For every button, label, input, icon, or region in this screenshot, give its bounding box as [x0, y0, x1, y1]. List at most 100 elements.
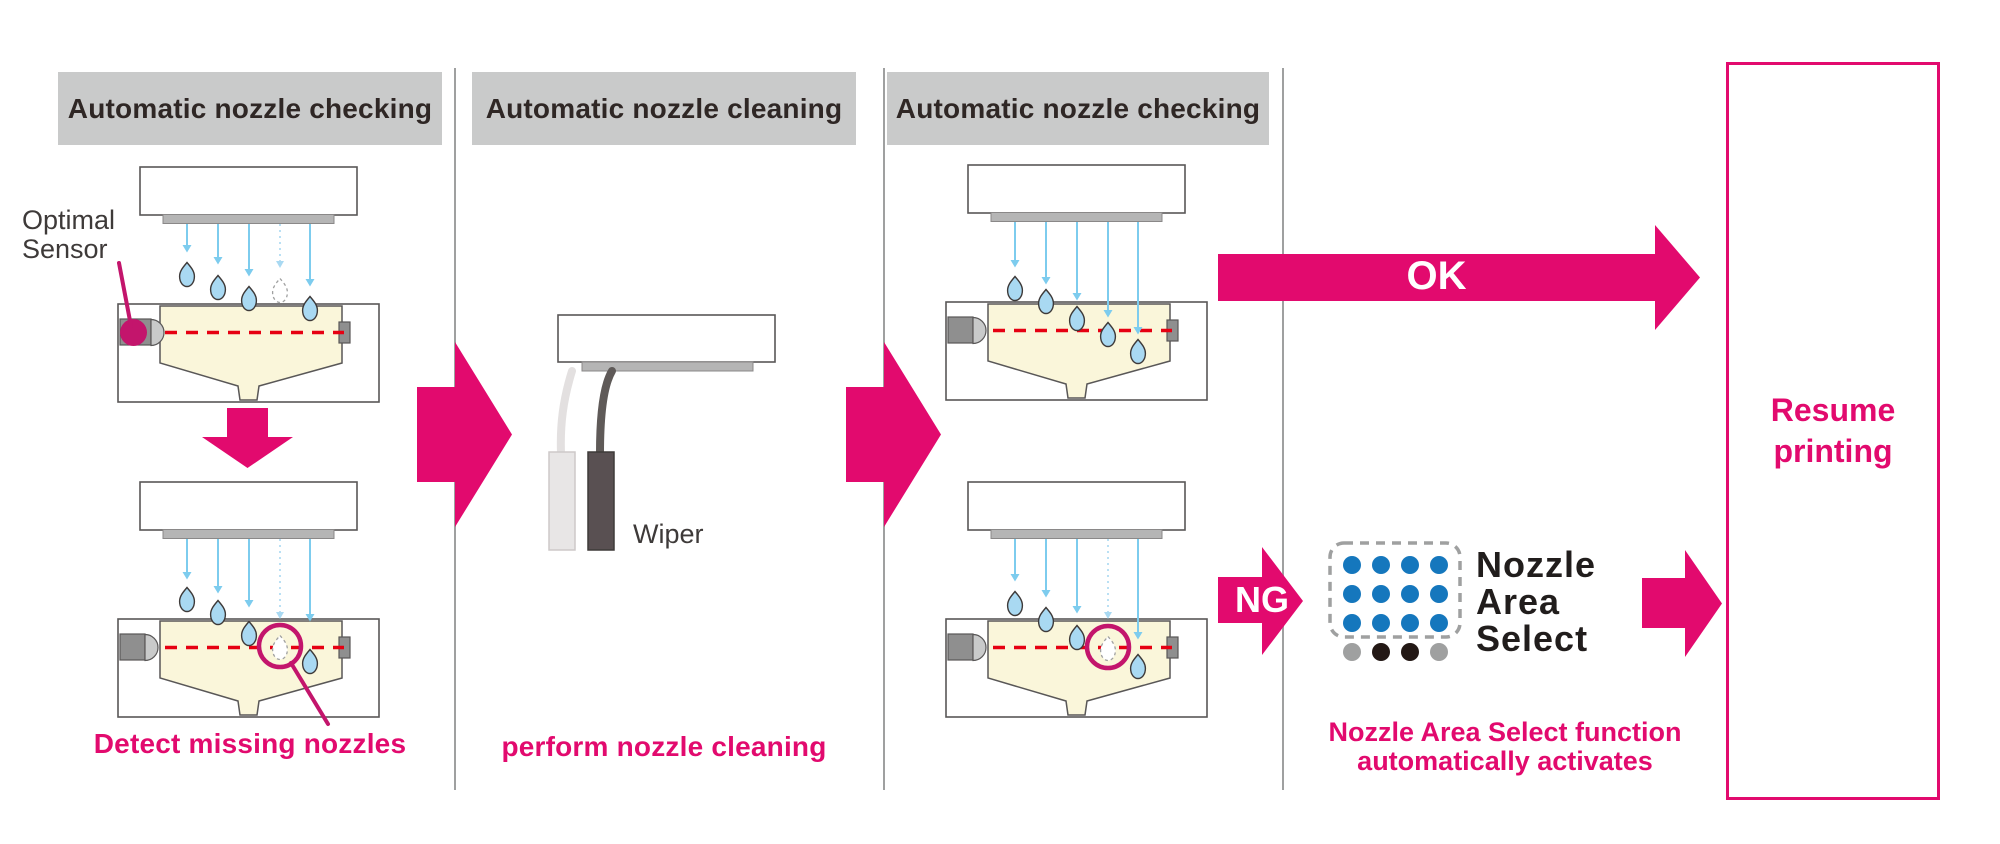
wiper-blade-icon: [548, 451, 576, 551]
droplet-icon: [1129, 338, 1147, 365]
highlight-circle: [256, 622, 304, 670]
down-arrow-icon: [1133, 632, 1143, 640]
right-arrow-icon: [417, 342, 512, 527]
nozzle-check-assembly-3: [945, 164, 1208, 401]
sensor-dot-icon: [120, 319, 147, 346]
right-arrow-icon: [846, 342, 941, 527]
logotype-line2: Area: [1476, 581, 1561, 622]
droplet-icon: [1068, 624, 1086, 651]
droplet-icon: [240, 285, 258, 312]
logotype-line3: Select: [1476, 618, 1589, 659]
nozzle-grid-outline: [1328, 541, 1462, 639]
highlight-circle: [1084, 623, 1132, 671]
nozzle-dot-blue: [1343, 556, 1361, 574]
nas-caption-line1: Nozzle Area Select function: [1328, 717, 1682, 747]
down-arrow-icon: [1041, 277, 1051, 285]
down-arrow-icon: [276, 261, 284, 268]
right-arrow-icon: [1642, 550, 1722, 657]
down-arrow-icon: [182, 572, 192, 580]
nozzle-dot-blue: [1430, 614, 1448, 632]
sensor-emitter: [119, 633, 146, 661]
down-arrow-icon: [202, 408, 293, 468]
down-arrow-icon: [1133, 327, 1143, 335]
nozzle-check-assembly-1: [117, 166, 380, 403]
resume-label-line1: Resume: [1770, 392, 1896, 428]
nozzle-dot-gray: [1343, 643, 1361, 661]
droplet-icon: [1068, 305, 1086, 332]
down-arrow-icon: [213, 257, 223, 265]
nozzle-plate: [581, 361, 754, 372]
down-arrow-icon: [1010, 260, 1020, 268]
down-arrow-icon: [213, 586, 223, 594]
nozzle-plate: [162, 214, 335, 224]
panel-header-checking-1: Automatic nozzle checking: [58, 72, 442, 145]
nozzle-dot-black: [1372, 643, 1390, 661]
nozzle-dot-black: [1401, 643, 1419, 661]
nozzle-plate: [990, 529, 1163, 539]
print-head: [139, 481, 358, 531]
down-arrow-icon: [244, 600, 254, 608]
dashed-droplet-icon: [1099, 635, 1117, 662]
down-arrow-icon: [244, 269, 254, 277]
dashed-droplet-icon: [271, 634, 289, 661]
panel-header-label: Automatic nozzle cleaning: [485, 92, 843, 124]
panel-header-label: Automatic nozzle checking: [67, 92, 433, 124]
droplet-icon: [1037, 606, 1055, 633]
droplet-icon: [1006, 590, 1024, 617]
print-head: [967, 481, 1186, 531]
down-arrow-icon: [1041, 590, 1051, 598]
nozzle-check-assembly-4: [945, 481, 1208, 718]
droplet-icon: [301, 648, 319, 675]
wiper-blade-icon: [596, 367, 616, 457]
down-arrow-icon: [1072, 606, 1082, 614]
ng-arrow-icon: [1218, 547, 1303, 655]
sensor-emitter: [947, 633, 974, 661]
panel-header-cleaning: Automatic nozzle cleaning: [472, 72, 856, 145]
nozzle-area-select-logotype: Nozzle Area Select: [1476, 546, 1596, 657]
panel-header-label: Automatic nozzle checking: [895, 92, 1261, 124]
sensor-emitter: [947, 316, 974, 344]
nozzle-dot-blue: [1372, 556, 1390, 574]
dashed-droplet-icon: [271, 277, 289, 304]
sensor-lens: [150, 318, 165, 347]
ok-label: OK: [1406, 254, 1467, 298]
resume-printing-box: Resume printing: [1726, 62, 1940, 800]
ok-arrow-icon: [1218, 225, 1700, 330]
sensor-lens: [144, 633, 159, 662]
nozzle-check-assembly-2: [117, 481, 380, 718]
nozzle-area-select-logo: [1328, 541, 1462, 661]
droplet-icon: [1129, 653, 1147, 680]
sensor-lens: [972, 633, 987, 662]
droplet-icon: [178, 586, 196, 613]
logotype-line1: Nozzle: [1476, 544, 1597, 585]
resume-label-line2: printing: [1773, 433, 1893, 469]
optimal-sensor-label: Optimal Sensor: [22, 206, 115, 264]
droplet-icon: [1037, 288, 1055, 315]
ng-label: NG: [1235, 579, 1289, 620]
droplet-icon: [301, 295, 319, 322]
droplet-icon: [240, 620, 258, 647]
down-arrow-icon: [305, 614, 315, 622]
nozzle-dot-blue: [1430, 556, 1448, 574]
droplet-icon: [209, 274, 227, 301]
down-arrow-icon: [182, 245, 192, 253]
sensor-leader-line: [117, 261, 133, 328]
droplet-icon: [1006, 275, 1024, 302]
wiper-blade-icon: [587, 451, 615, 551]
sensor-lens: [972, 316, 987, 345]
nozzle-cleaning-graphic: [548, 314, 776, 551]
nozzle-plate: [162, 529, 335, 539]
nas-caption-line2: automatically activates: [1357, 746, 1653, 776]
droplet-icon: [178, 261, 196, 288]
nozzle-dot-blue: [1372, 585, 1390, 603]
print-head: [557, 314, 776, 363]
down-arrow-icon: [305, 279, 315, 287]
panel-header-checking-2: Automatic nozzle checking: [887, 72, 1269, 145]
print-head: [967, 164, 1186, 214]
down-arrow-icon: [1010, 574, 1020, 582]
nozzle-dot-blue: [1401, 614, 1419, 632]
nozzle-dot-blue: [1401, 556, 1419, 574]
down-arrow-icon: [1072, 293, 1082, 301]
